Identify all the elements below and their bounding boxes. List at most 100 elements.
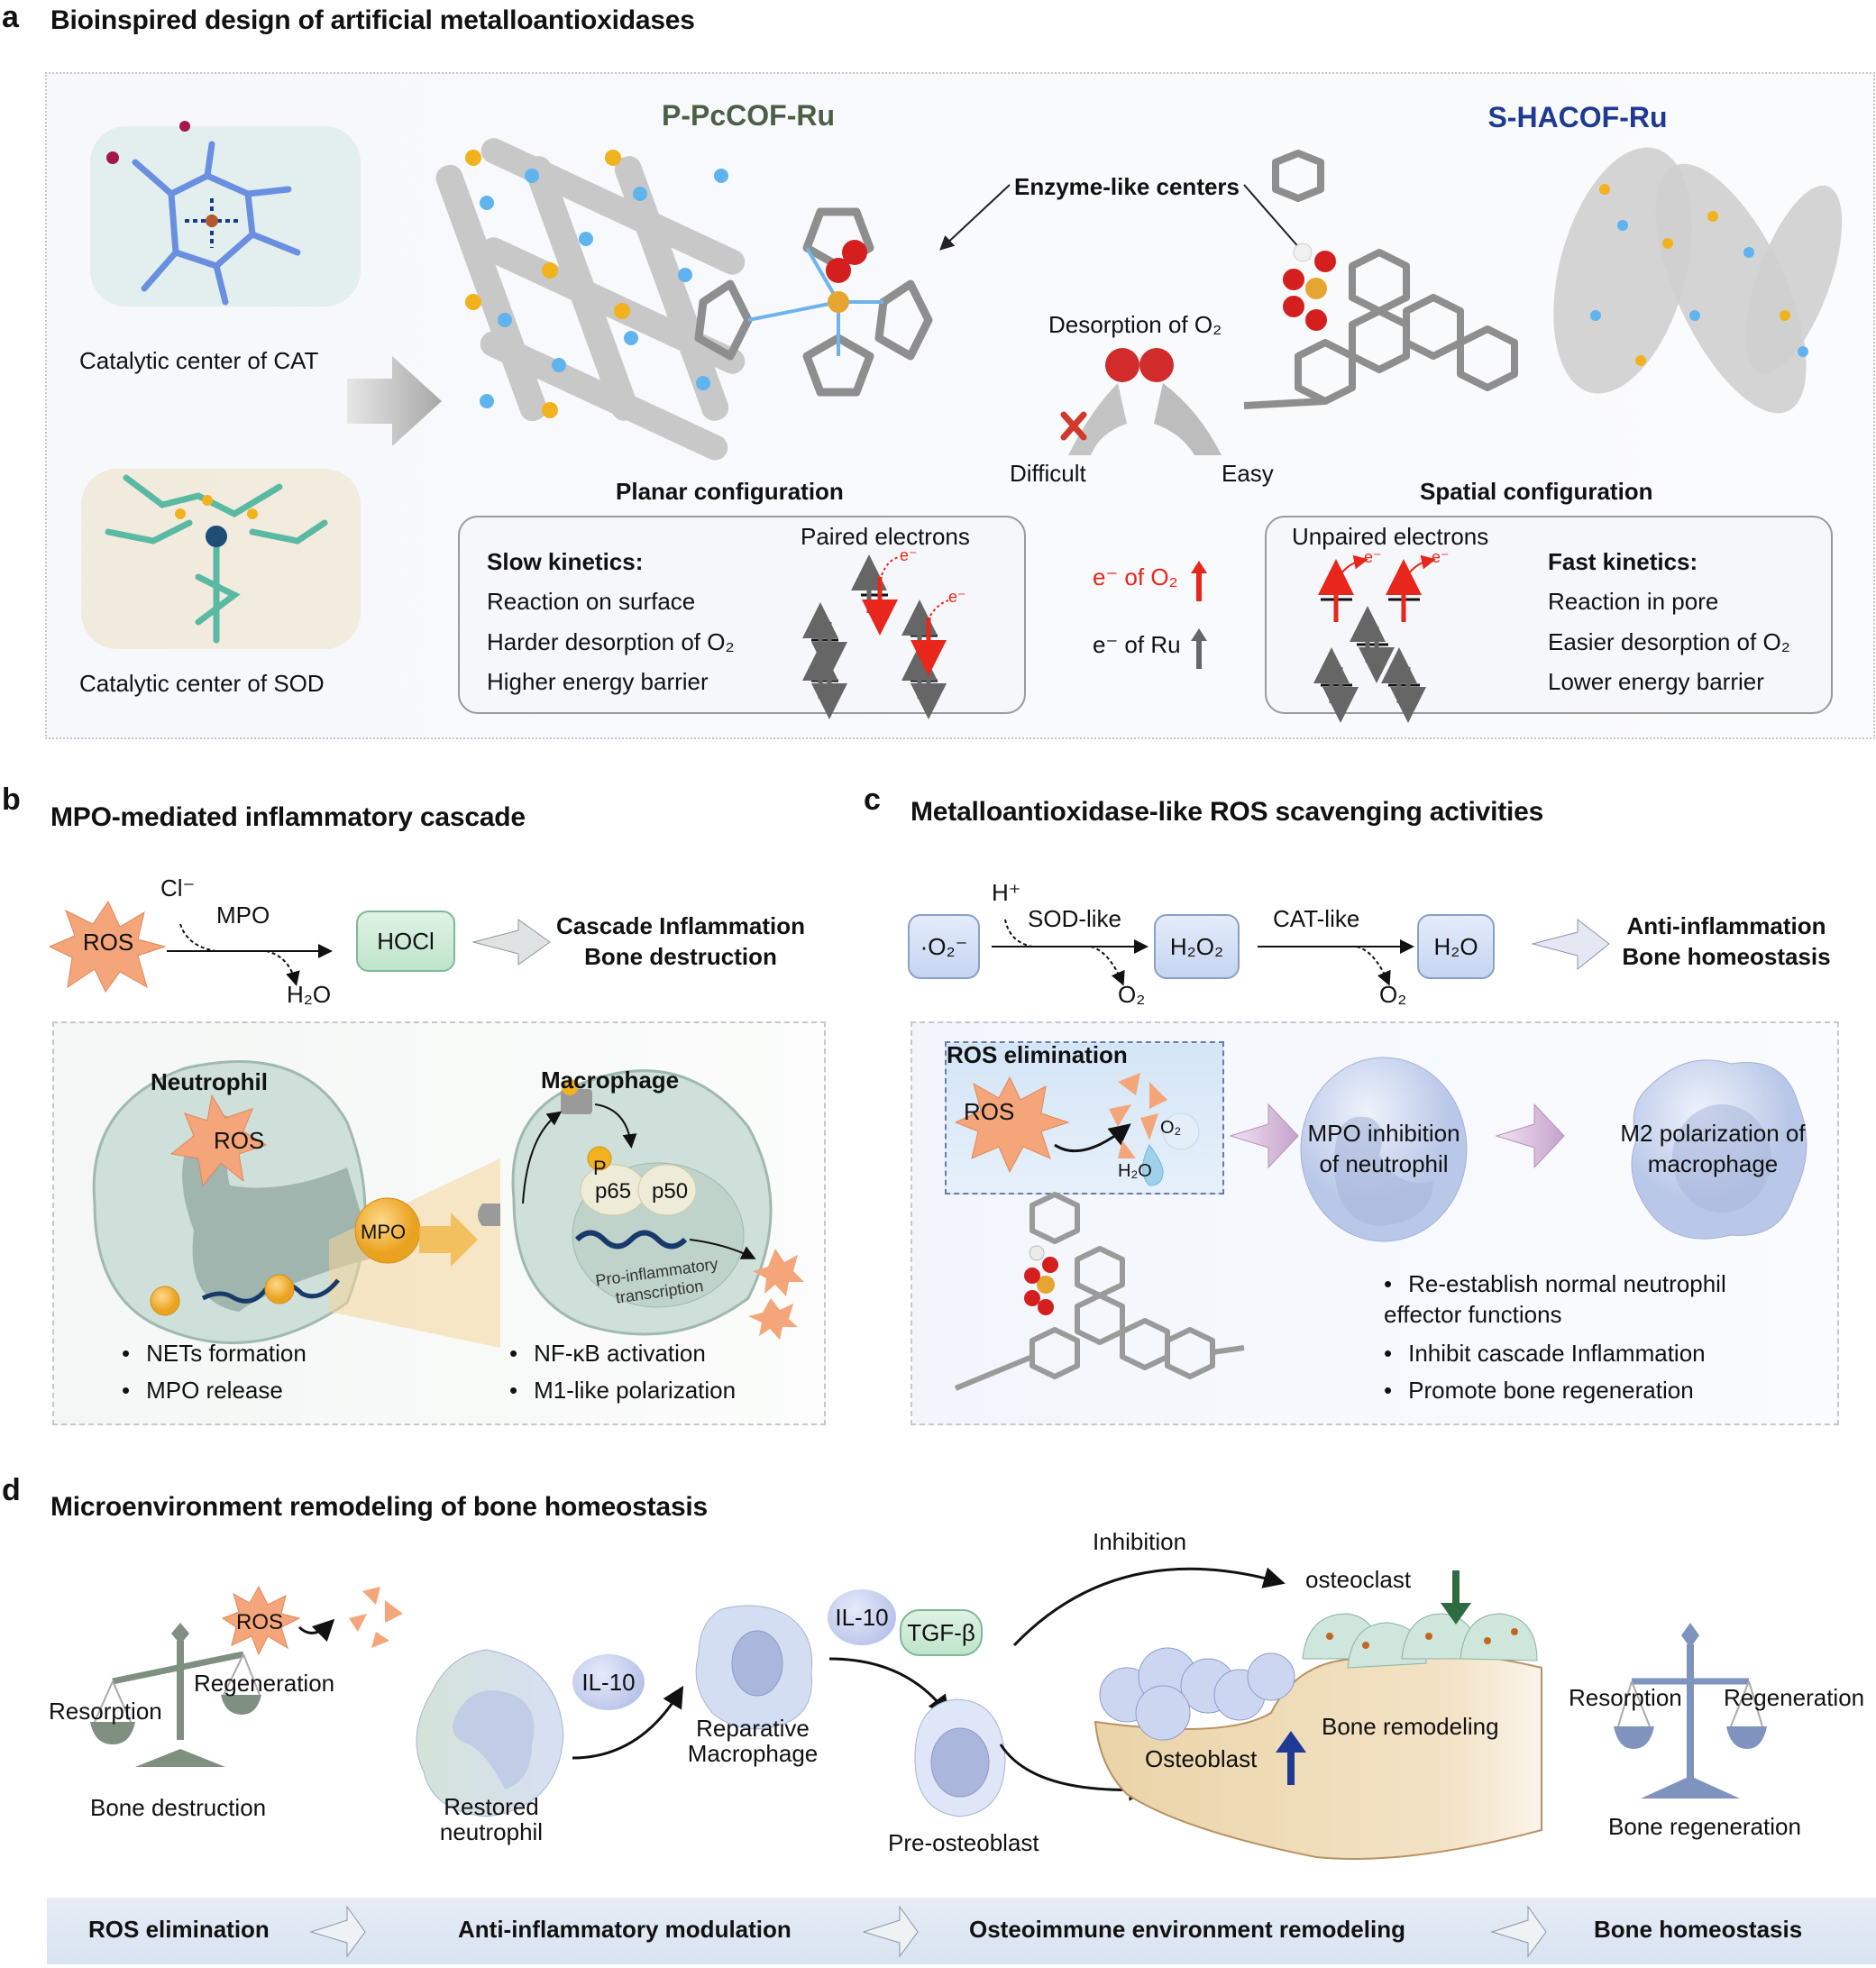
macrophage-illustration bbox=[478, 1069, 804, 1340]
difficult-label: Difficult bbox=[1010, 460, 1086, 487]
blocked-x-icon bbox=[1060, 411, 1087, 441]
o2-product-label: O₂ bbox=[1118, 981, 1146, 1008]
restored-neutrophil-illustration bbox=[416, 1649, 564, 1817]
inhibition-arrow bbox=[1012, 1567, 1286, 1647]
panel-c-title: Metalloantioxidase-like ROS scavenging a… bbox=[911, 797, 1544, 827]
panel-c-bullet: Promote bone regeneration bbox=[1384, 1377, 1694, 1405]
enzyme-centers-label: Enzyme-like centers bbox=[1014, 173, 1240, 200]
outcome-arrow-icon bbox=[1531, 918, 1610, 971]
mpo-reaction-arrow bbox=[167, 923, 333, 986]
ros-breakdown-illustration bbox=[221, 1585, 403, 1656]
blue-arrow-up-icon bbox=[1276, 1731, 1306, 1785]
planar-cof-name: P-PcCOF-Ru bbox=[662, 99, 835, 132]
flow-chevron-icon bbox=[862, 1905, 919, 1958]
planar-config-label: Planar configuration bbox=[616, 478, 844, 505]
desorption-label: Desorption of O₂ bbox=[1048, 311, 1222, 338]
planar-item: Higher energy barrier bbox=[487, 668, 709, 695]
bone-homeostasis-label: Bone homeostasis bbox=[1622, 943, 1831, 970]
inhibited-neutrophil-illustration bbox=[1300, 1057, 1468, 1242]
flow-step: Osteoimmune environment remodeling bbox=[969, 1916, 1405, 1943]
osteoblast-label: Osteoblast bbox=[1145, 1745, 1258, 1772]
regeneration-left-label: Regeneration bbox=[194, 1670, 335, 1697]
reparative-macrophage-label: Reparative Macrophage bbox=[687, 1715, 819, 1767]
m2-polarization-label: M2 polarization of macrophage bbox=[1620, 1120, 1806, 1177]
mpo-label: MPO bbox=[216, 902, 270, 929]
s-hacof-ru-molecule-illustration bbox=[954, 1192, 1245, 1391]
tgf-beta-badge: TGF-β bbox=[900, 1609, 983, 1656]
panel-b-title: MPO-mediated inflammatory cascade bbox=[50, 802, 526, 832]
electron-label: e⁻ bbox=[900, 546, 918, 564]
ros-elimination-illustration bbox=[954, 1073, 1200, 1186]
slow-kinetics-label: Slow kinetics: bbox=[487, 548, 644, 575]
cascade-inflammation-label: Cascade Inflammation bbox=[556, 912, 805, 939]
panel-b-bullet: NF-κB activation bbox=[509, 1340, 706, 1368]
balanced-scale-icon bbox=[1614, 1623, 1767, 1799]
fast-kinetics-label: Fast kinetics: bbox=[1548, 548, 1698, 575]
resorption-right-label: Resorption bbox=[1569, 1684, 1682, 1711]
regeneration-right-label: Regeneration bbox=[1724, 1684, 1865, 1711]
flow-arrow bbox=[572, 1685, 684, 1760]
macrophage-label: Macrophage bbox=[541, 1066, 680, 1094]
cat-reaction-arrow bbox=[1258, 939, 1414, 986]
legend-ru-electron: e⁻ of Ru bbox=[1093, 631, 1181, 658]
electron-label: e⁻ bbox=[1364, 548, 1382, 566]
mpo-inhibition-label: MPO inhibition of neutrophil bbox=[1307, 1120, 1460, 1177]
sod-structure-illustration bbox=[81, 469, 361, 649]
panel-b-bullet: M1-like polarization bbox=[509, 1377, 736, 1405]
o2-product-label: O₂ bbox=[1379, 981, 1407, 1008]
sod-like-label: SOD-like bbox=[1028, 905, 1122, 932]
ros-star-icon bbox=[48, 900, 167, 993]
mpo-transfer-arrow-icon bbox=[419, 1213, 478, 1267]
phospho-label: P bbox=[593, 1157, 607, 1179]
neutrophil-illustration bbox=[92, 1060, 500, 1348]
il10-badge: IL-10 bbox=[572, 1654, 645, 1710]
resorption-left-label: Resorption bbox=[49, 1698, 162, 1725]
spatial-item: Easier desorption of O₂ bbox=[1548, 628, 1790, 655]
panel-b-bullet: NETs formation bbox=[122, 1340, 307, 1368]
bone-remodeling-label: Bone remodeling bbox=[1322, 1713, 1499, 1740]
chloride-label: Cl⁻ bbox=[160, 874, 196, 902]
o2-desorption-illustration bbox=[1060, 348, 1222, 455]
sod-center-label: Catalytic center of SOD bbox=[79, 670, 325, 697]
osteoclast-label: osteoclast bbox=[1305, 1566, 1412, 1593]
electron-label: e⁻ bbox=[948, 588, 966, 606]
mpo-ball-label: MPO bbox=[361, 1221, 407, 1243]
flow-arrow bbox=[828, 1657, 950, 1717]
green-arrow-down-icon bbox=[1441, 1570, 1471, 1625]
cat-structure-illustration bbox=[90, 121, 361, 307]
superoxide-box: ·O₂⁻ bbox=[908, 914, 980, 979]
hocl-box: HOCl bbox=[356, 911, 455, 972]
pre-osteoblast-illustration bbox=[914, 1698, 1006, 1817]
planar-item: Harder desorption of O₂ bbox=[487, 628, 735, 655]
paired-electron-diagram: e⁻ e⁻ bbox=[802, 546, 966, 719]
il10-badge: IL-10 bbox=[828, 1589, 896, 1645]
p65-label: p65 bbox=[595, 1179, 632, 1204]
water-box: H₂O bbox=[1417, 914, 1495, 979]
unpaired-electron-diagram: e⁻ e⁻ bbox=[1313, 548, 1450, 723]
spatial-cof-name: S-HACOF-Ru bbox=[1487, 101, 1668, 133]
ros-label-d: ROS bbox=[236, 1610, 284, 1634]
bone-regeneration-label: Bone regeneration bbox=[1608, 1813, 1801, 1840]
cat-like-label: CAT-like bbox=[1273, 905, 1360, 932]
planar-cof-lattice-illustration bbox=[435, 138, 746, 461]
osteoblast-arrow bbox=[999, 1744, 1150, 1801]
panel-c-letter: c bbox=[864, 783, 881, 817]
inhibition-label: Inhibition bbox=[1093, 1528, 1187, 1555]
bubble-o2-label: O₂ bbox=[1160, 1118, 1182, 1138]
spatial-config-label: Spatial configuration bbox=[1420, 478, 1653, 505]
ros-label: ROS bbox=[82, 929, 134, 956]
h2o2-box: H₂O₂ bbox=[1154, 914, 1240, 979]
p50-label: p50 bbox=[652, 1179, 689, 1204]
easy-label: Easy bbox=[1222, 460, 1274, 487]
grey-arrow-up-icon bbox=[1191, 628, 1207, 669]
purple-arrow-icon bbox=[1229, 1103, 1299, 1169]
planar-ru-center-illustration bbox=[694, 207, 933, 397]
grey-transition-arrow-icon bbox=[347, 356, 442, 446]
ros-elimination-title: ROS elimination bbox=[947, 1041, 1128, 1068]
restored-neutrophil-label: Restored neutrophil bbox=[439, 1793, 544, 1845]
panel-d-title: Microenvironment remodeling of bone home… bbox=[50, 1492, 709, 1522]
red-arrow-up-icon bbox=[1191, 561, 1207, 601]
imbalanced-scale-icon bbox=[90, 1623, 261, 1767]
spatial-cof-illustration bbox=[1243, 147, 1843, 414]
panel-a-letter: a bbox=[2, 0, 19, 34]
